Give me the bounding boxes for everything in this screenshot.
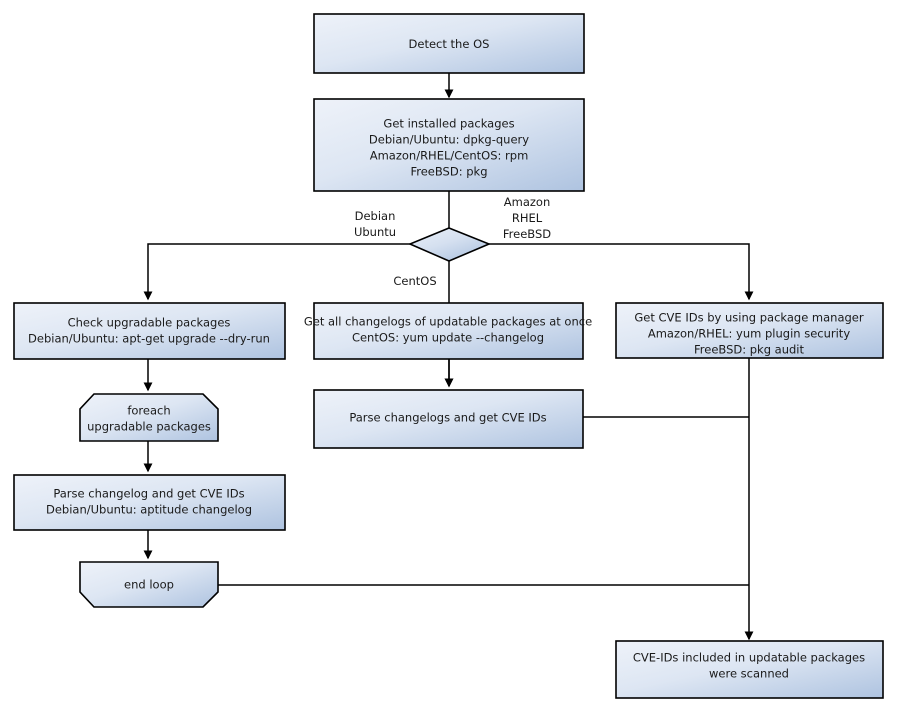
edge-label-left-2: Ubuntu: [354, 225, 396, 239]
get-cve-ids-package-manager-shape: [615, 302, 884, 359]
foreach-upgradable-packages-shape: [79, 393, 219, 442]
foreach-upgradable-packages-label-1: foreach: [127, 404, 170, 418]
scan-complete-label-2: were scanned: [709, 667, 789, 681]
parse-changelog-cve-shape: [13, 474, 286, 531]
edge-label-left-1: Debian: [355, 209, 396, 223]
foreach-upgradable-packages-label-2: upgradable packages: [87, 420, 211, 434]
node-foreach-upgradable-packages[interactable]: foreach upgradable packages: [79, 393, 219, 442]
get-cve-ids-package-manager-label-1: Get CVE IDs by using package manager: [634, 311, 864, 325]
connector-decision-left: [143, 243, 410, 301]
edge-label-right-branch: Amazon RHEL FreeBSD: [503, 195, 551, 241]
edge-label-right-3: FreeBSD: [503, 227, 551, 241]
node-check-upgradable-packages[interactable]: Check upgradable packages Debian/Ubuntu:…: [13, 302, 286, 360]
parse-changelog-cve-label-2: Debian/Ubuntu: aptitude changelog: [46, 503, 252, 517]
node-detect-os[interactable]: Detect the OS: [313, 13, 585, 74]
end-loop-shape: [79, 561, 219, 608]
get-installed-packages-shape: [313, 98, 585, 192]
connector-decision-right: [489, 243, 754, 301]
edge-label-left-branch: Debian Ubuntu: [354, 209, 396, 239]
get-installed-packages-label-3: Amazon/RHEL/CentOS: rpm: [370, 149, 529, 163]
node-scan-complete[interactable]: CVE-IDs included in updatable packages w…: [615, 640, 884, 699]
edge-label-center-1: CentOS: [393, 274, 436, 288]
get-installed-packages-label-2: Debian/Ubuntu: dpkg-query: [369, 133, 529, 147]
end-loop-label-1: end loop: [124, 578, 174, 592]
get-cve-ids-package-manager-label-3: FreeBSD: pkg audit: [694, 343, 805, 357]
node-get-all-changelogs[interactable]: Get all changelogs of updatable packages…: [304, 302, 592, 360]
os-decision-shape: [407, 227, 492, 262]
node-parse-changelogs-cve[interactable]: Parse changelogs and get CVE IDs: [313, 389, 584, 449]
node-end-loop[interactable]: end loop: [79, 561, 219, 608]
get-all-changelogs-shape: [313, 302, 584, 360]
scan-complete-shape: [615, 640, 884, 699]
get-all-changelogs-label-1: Get all changelogs of updatable packages…: [304, 315, 592, 329]
get-all-changelogs-label-2: CentOS: yum update --changelog: [352, 331, 544, 345]
edge-label-right-2: RHEL: [512, 211, 543, 225]
parse-changelog-cve-label-1: Parse changelog and get CVE IDs: [53, 487, 244, 501]
edge-label-center-branch: CentOS: [393, 274, 436, 288]
parse-changelogs-cve-shape: [313, 389, 584, 449]
node-os-decision[interactable]: [407, 227, 492, 262]
detect-os-label-1: Detect the OS: [409, 37, 490, 51]
node-get-installed-packages[interactable]: Get installed packages Debian/Ubuntu: dp…: [313, 98, 585, 192]
get-installed-packages-label-1: Get installed packages: [383, 117, 514, 131]
node-get-cve-ids-package-manager[interactable]: Get CVE IDs by using package manager Ama…: [615, 302, 884, 359]
get-cve-ids-package-manager-label-2: Amazon/RHEL: yum plugin security: [648, 327, 850, 341]
check-upgradable-packages-label-2: Debian/Ubuntu: apt-get upgrade --dry-run: [28, 332, 270, 346]
node-parse-changelog-cve[interactable]: Parse changelog and get CVE IDs Debian/U…: [13, 474, 286, 531]
get-installed-packages-label-4: FreeBSD: pkg: [410, 165, 487, 179]
edge-label-right-1: Amazon: [504, 195, 550, 209]
check-upgradable-packages-label-1: Check upgradable packages: [68, 316, 231, 330]
scan-complete-label-1: CVE-IDs included in updatable packages: [633, 651, 865, 665]
check-upgradable-packages-shape: [13, 302, 286, 360]
detect-os-shape: [313, 13, 585, 74]
parse-changelogs-cve-label-1: Parse changelogs and get CVE IDs: [349, 411, 546, 425]
